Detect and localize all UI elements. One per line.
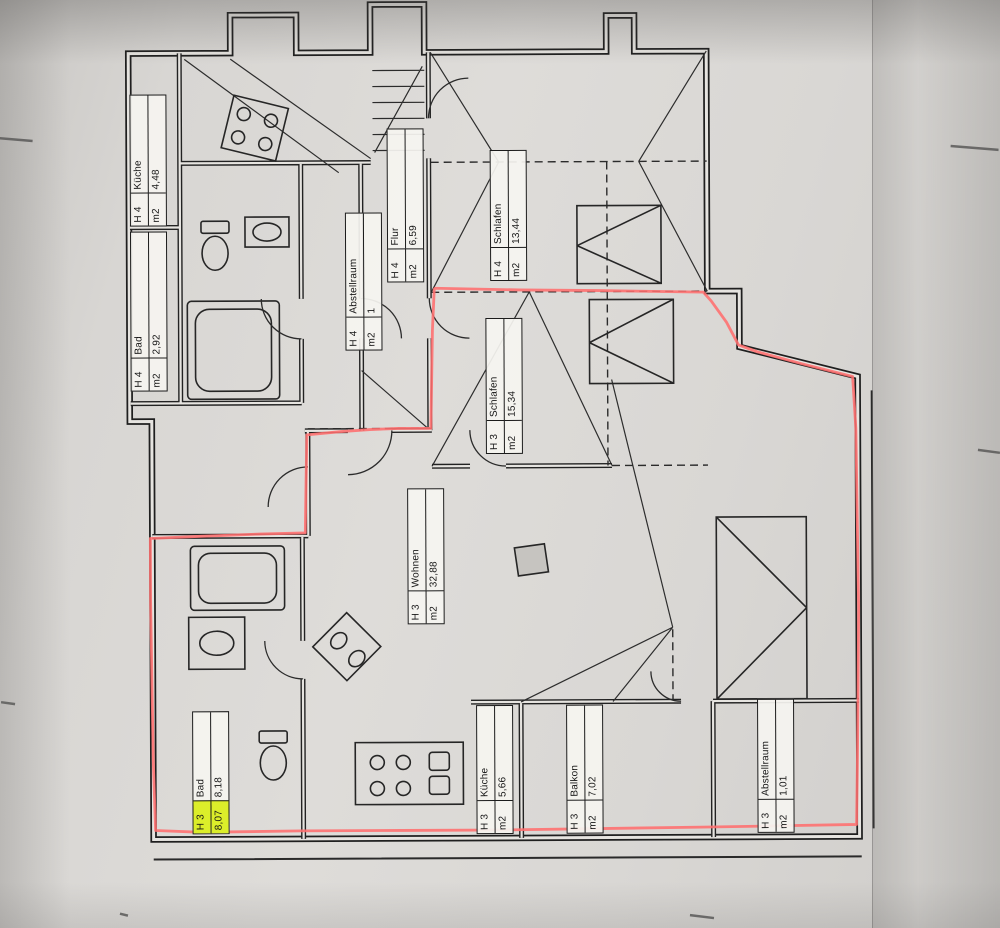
h3-bath-fixtures bbox=[187, 545, 289, 781]
apartment-h3-outline bbox=[148, 286, 861, 834]
room-name: Küche bbox=[477, 706, 495, 801]
room-label-h4-kueche: H 4 Küche m2 4,48 bbox=[129, 94, 167, 227]
room-unit: H 3 bbox=[567, 799, 586, 833]
room-area-unit: m2 bbox=[584, 799, 603, 833]
room-name: Abstellraum bbox=[758, 699, 776, 799]
h3-kitchen-fixtures bbox=[311, 611, 465, 806]
room-area-value: 5,66 bbox=[497, 776, 509, 798]
room-unit: H 4 bbox=[131, 357, 150, 391]
room-name: Balkon bbox=[567, 705, 585, 800]
room-label-h4-flur: H 4 Flur m2 6,59 bbox=[386, 128, 425, 283]
outer-walls bbox=[124, 1, 875, 861]
room-area-value: 1 bbox=[366, 307, 378, 314]
room-area-value: 2,92 bbox=[151, 334, 163, 355]
room-area-unit: m2 bbox=[405, 248, 424, 282]
h4-stove-symbol bbox=[220, 94, 290, 162]
room-area-value: 15,34 bbox=[506, 390, 519, 417]
room-name: Bad bbox=[130, 232, 150, 358]
room-area-unit: m2 bbox=[363, 316, 382, 350]
room-label-h3-wohnen: H 3 Wohnen m2 32,88 bbox=[407, 488, 445, 625]
room-unit: H 3 bbox=[486, 419, 505, 454]
room-area-unit: m2 bbox=[426, 590, 444, 624]
room-label-h4-bad: H 4 Bad m2 2,92 bbox=[129, 231, 168, 392]
room-name: Schlafen bbox=[490, 150, 509, 248]
room-name: Flur bbox=[387, 129, 406, 249]
bed-symbol bbox=[576, 204, 675, 385]
room-area-unit: m2 bbox=[494, 799, 513, 834]
room-unit: H 4 bbox=[346, 316, 364, 350]
roof-lines bbox=[183, 50, 708, 703]
room-area-unit: m2 bbox=[508, 246, 527, 280]
room-name: Schlafen bbox=[486, 318, 505, 421]
room-area-unit: m2 bbox=[148, 192, 166, 226]
door-arcs bbox=[260, 77, 682, 702]
room-unit: H 3 bbox=[408, 590, 427, 624]
chimney-symbol bbox=[513, 542, 550, 577]
room-area-value: 4,48 bbox=[150, 169, 163, 190]
h4-bath-fixtures bbox=[186, 216, 290, 401]
room-label-h3-balkon: H 3 Balkon m2 7,02 bbox=[566, 704, 604, 834]
room-label-h3-abstellraum: H 3 Abstellraum m2 1,01 bbox=[757, 698, 795, 833]
room-name: Wohnen bbox=[408, 489, 427, 591]
room-area-unit: m2 bbox=[504, 419, 522, 453]
room-label-h3-schlafen: H 3 Schlafen m2 15,34 bbox=[485, 317, 523, 455]
room-unit: H 3 bbox=[758, 798, 777, 832]
room-label-h3-bad: H 3 Bad 8,07 8,18 bbox=[192, 711, 230, 835]
room-area-unit: 8,07 bbox=[210, 800, 229, 834]
room-area-value: 13,44 bbox=[511, 217, 523, 244]
room-name: Bad bbox=[193, 712, 211, 801]
room-area-value: 6,59 bbox=[408, 225, 420, 246]
room-area-unit: m2 bbox=[775, 798, 794, 832]
scan-artifacts bbox=[0, 136, 1000, 920]
room-name: Abstellraum bbox=[345, 213, 364, 317]
room-unit: H 3 bbox=[477, 800, 496, 834]
room-area-value: 1,01 bbox=[778, 775, 790, 796]
room-unit: H 3 bbox=[193, 800, 212, 834]
room-area-value: 7,02 bbox=[587, 776, 599, 797]
room-area-value: 8,18 bbox=[213, 776, 225, 798]
room-unit: H 4 bbox=[130, 192, 149, 226]
room-label-h4-schlafen: H 4 Schlafen m2 13,44 bbox=[489, 149, 528, 282]
room-name: Küche bbox=[130, 95, 149, 193]
room-label-h4-abstellraum: H 4 Abstellraum m2 1 bbox=[344, 212, 383, 351]
room-label-h3-kueche: H 3 Küche m2 5,66 bbox=[476, 704, 514, 835]
room-unit: H 4 bbox=[388, 248, 406, 282]
room-unit: H 4 bbox=[491, 246, 509, 281]
room-area-value: 32,88 bbox=[428, 561, 440, 588]
wardrobe-symbol bbox=[715, 515, 808, 700]
room-area-unit: m2 bbox=[149, 357, 167, 391]
